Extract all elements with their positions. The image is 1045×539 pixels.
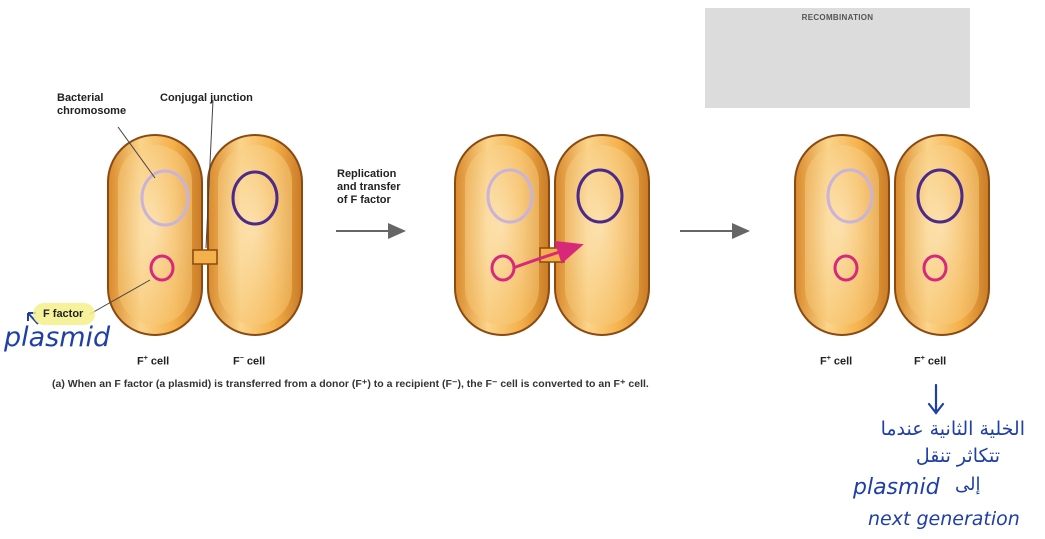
bacterial-chromosome-label-1: Bacterial xyxy=(57,92,103,105)
cell-pair-2 xyxy=(455,135,649,335)
handwritten-arabic-line2: تتكاثر تنقل xyxy=(890,445,1000,467)
bacterial-chromosome-label-2: chromosome xyxy=(57,105,126,118)
cell-label-2: F− cell xyxy=(233,352,265,369)
replication-label-2: and transfer xyxy=(337,181,401,194)
cell-pair-1 xyxy=(108,135,302,335)
handwritten-next-generation: next generation xyxy=(868,508,1020,530)
figure-caption: (a) When an F factor (a plasmid) is tran… xyxy=(52,378,649,391)
cell-label-3: F+ cell xyxy=(820,352,852,369)
cell-label-4: F+ cell xyxy=(914,352,946,369)
handwritten-down-arrow xyxy=(929,385,943,413)
cell-pair-3 xyxy=(795,135,989,335)
replication-label-1: Replication xyxy=(337,168,396,181)
handwritten-arabic-ila: إلى xyxy=(955,474,981,495)
conjugal-junction-label: Conjugal junction xyxy=(160,92,253,105)
recombination-title: RECOMBINATION xyxy=(705,13,970,22)
handwritten-arabic-line1: الخلية الثانية عندما xyxy=(850,418,1025,440)
replication-label-3: of F factor xyxy=(337,194,391,207)
cell-label-1: F+ cell xyxy=(137,352,169,369)
handwritten-plasmid-left: plasmid xyxy=(4,322,110,353)
handwritten-plasmid-right: plasmid xyxy=(853,475,940,500)
f-factor-label: F factor xyxy=(43,308,83,321)
conjugal-junction xyxy=(193,250,217,264)
recombination-panel xyxy=(705,8,970,108)
